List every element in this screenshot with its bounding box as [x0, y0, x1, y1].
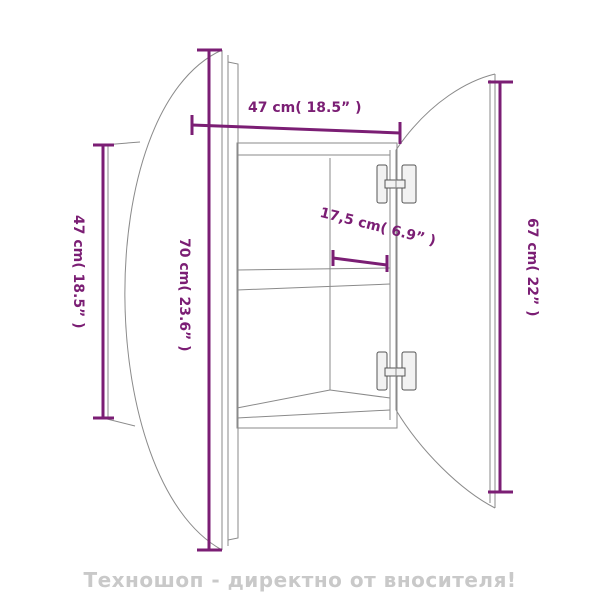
open-door: [395, 73, 496, 509]
dimension-top-width: 47 cm( 18.5” ): [248, 100, 362, 116]
dimension-lines: [93, 48, 513, 552]
dimension-overall-height: 70 cm( 23.6” ): [176, 238, 192, 352]
dimension-door-height: 67 cm( 22” ): [524, 218, 540, 317]
hinge-bottom: [376, 351, 417, 391]
watermark-text: Техношоп - директно от вносителя!: [83, 568, 517, 592]
cabinet-body: [236, 142, 398, 429]
dimension-left-height: 47 cm( 18.5” ): [70, 215, 86, 329]
hinge-top: [376, 164, 417, 204]
